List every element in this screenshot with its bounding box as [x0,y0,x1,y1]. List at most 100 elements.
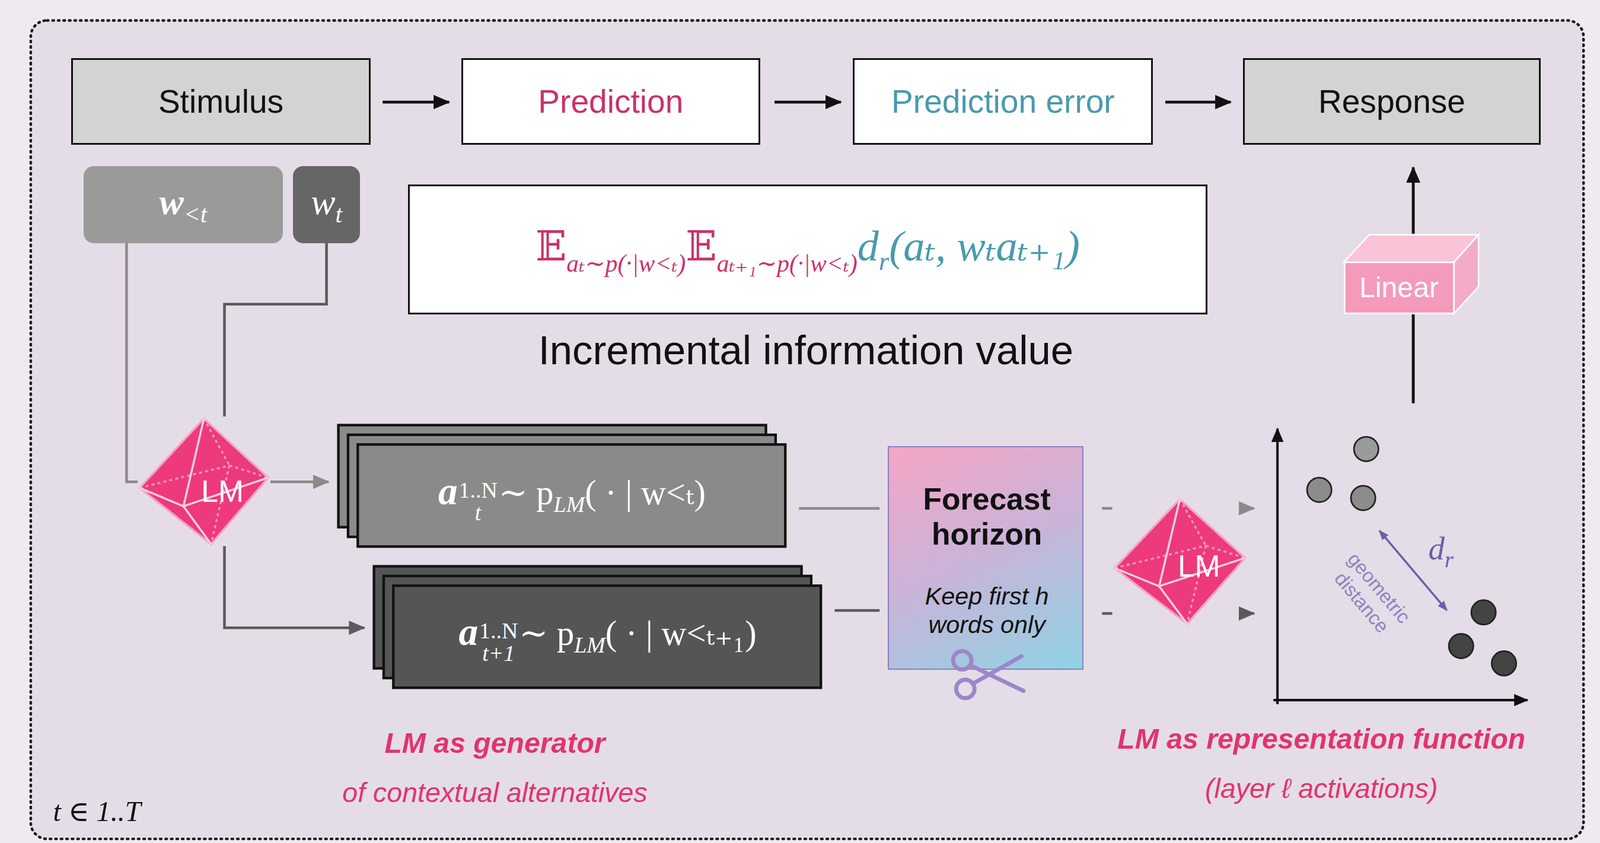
text-line: w<t [159,179,208,230]
connector [224,243,327,417]
connector [1412,314,1415,404]
connector [1165,100,1231,104]
node-text: a [438,469,458,513]
annotation-label: of contextual alternatives [342,776,647,810]
node-text: LM [574,632,606,658]
node-text: Prediction error [891,83,1115,120]
node-text: ∼ p [518,613,575,653]
y-axis [1276,428,1279,704]
connector [1247,507,1255,511]
text-line: Prediction [537,81,684,121]
node-text: ∼ p [498,473,554,512]
connector [224,546,365,629]
node-text: t [459,501,498,525]
node-rect: Stimulus [71,58,371,145]
node-content: wt [292,166,361,243]
connector [798,507,880,511]
node-text: geometric distance [1330,547,1415,637]
text-line: a1..Nt+1∼ pLM( · | w<ₜ₊₁) [458,608,757,665]
sup-sub-group: 1..Nt [459,479,498,525]
node-text: t+1 [479,642,518,665]
node-grad: Forecast horizonKeep first h words only [887,445,1084,670]
node-dia: LM [1112,496,1248,626]
node-text: Incremental information value [538,327,1074,374]
node-text: d [1428,530,1445,567]
node-content: 𝔼aₜ∼p(·|w<ₜ)𝔼aₜ₊₁∼p(·|w<ₜ)dr(aₜ, wₜaₜ₊₁) [409,186,1206,313]
node-content: Prediction error [854,59,1152,143]
node-text: LM [201,474,244,509]
text-line: 𝔼aₜ∼p(·|w<ₜ)𝔼aₜ₊₁∼p(·|w<ₜ)dr(aₜ, wₜaₜ₊₁) [535,220,1080,279]
text-block: Forecast horizon [894,481,1079,553]
node-text: ( · | w<ₜ) [584,473,706,512]
node-text: Response [1318,83,1466,120]
node-content: a1..Nt+1∼ pLM( · | w<ₜ₊₁) [392,584,822,690]
text-block: Linear [1359,271,1439,305]
node-rect: Prediction error [852,58,1153,145]
text-block: Keep first h words only [894,582,1079,639]
node-text: aₜ₊₁∼p(·|w<ₜ) [716,249,858,277]
connector [1101,612,1112,615]
node-text: r [878,246,889,276]
text-block: LM [1177,548,1221,584]
node-text: Stimulus [158,83,284,120]
connector [270,480,329,484]
node-content: a1..Nt∼ pLM( · | w<ₜ) [357,443,787,548]
text-line: Stimulus [158,81,284,121]
node-text: w [159,181,184,222]
node-stack: a1..Nt∼ pLM( · | w<ₜ) [336,423,787,548]
text-block: geometric distance [1320,541,1421,649]
text-line: Prediction error [891,81,1115,121]
text-line: Response [1318,81,1466,121]
sup-sub-group: 1..Nt+1 [479,619,518,665]
node-rect: wt [292,166,361,243]
text-block: Incremental information value [538,327,1074,375]
frame [30,20,1584,839]
connector [1247,612,1255,615]
node-text: LM [553,491,586,517]
text-line: a1..Nt∼ pLM( · | w<ₜ) [438,467,706,525]
node-content: Prediction [463,59,759,143]
x-axis [1273,698,1528,701]
connector [126,243,138,483]
text-block: LM [201,474,244,510]
node-rect: w<t [83,166,283,243]
node-text: 𝔼 [685,222,717,270]
annotation-label: LM as generator [384,725,605,761]
node-content: w<t [83,166,283,243]
node-text: Forecast horizon [923,481,1051,551]
node-rect: Prediction [461,58,761,145]
node-text: <t [183,200,207,228]
node-content: Response [1244,59,1539,143]
node-text: a [458,610,478,653]
node-rect: 𝔼aₜ∼p(·|w<ₜ)𝔼aₜ₊₁∼p(·|w<ₜ)dr(aₜ, wₜaₜ₊₁)… [408,184,1207,315]
annotation-label: t ∈ 1..T [52,794,141,829]
node-text: 𝔼 [535,222,567,270]
node-text: 1..N [459,479,498,502]
annotation-label: (layer ℓ activations) [1205,772,1438,806]
node-box3: Linear [1343,233,1480,315]
text-block: dr [1428,529,1453,573]
point-cloud [1307,436,1517,676]
connector [382,100,449,104]
node-text: r [1444,546,1454,572]
node-text: t [335,200,343,228]
node-text: w [310,181,336,222]
node-stack: a1..Nt+1∼ pLM( · | w<ₜ₊₁) [372,564,823,690]
stack-shape [336,423,787,548]
connector [834,609,881,613]
node-text: Keep first h words only [925,582,1050,638]
node-text: Linear [1359,271,1439,304]
node-rect: Response [1242,58,1541,145]
connector [1101,507,1112,511]
node-content: Stimulus [72,59,369,143]
node-text: Prediction [537,83,684,120]
node-text: 1..N [479,619,518,643]
node-text: ( · | w<ₜ₊₁) [605,613,757,653]
scissors-icon [950,645,1027,703]
node-text: (aₜ, wₜaₜ₊₁) [888,222,1080,270]
connector [1412,167,1415,234]
node-dia: LM [137,416,271,547]
node-text: LM [1177,548,1221,583]
text-line: wt [310,179,343,230]
